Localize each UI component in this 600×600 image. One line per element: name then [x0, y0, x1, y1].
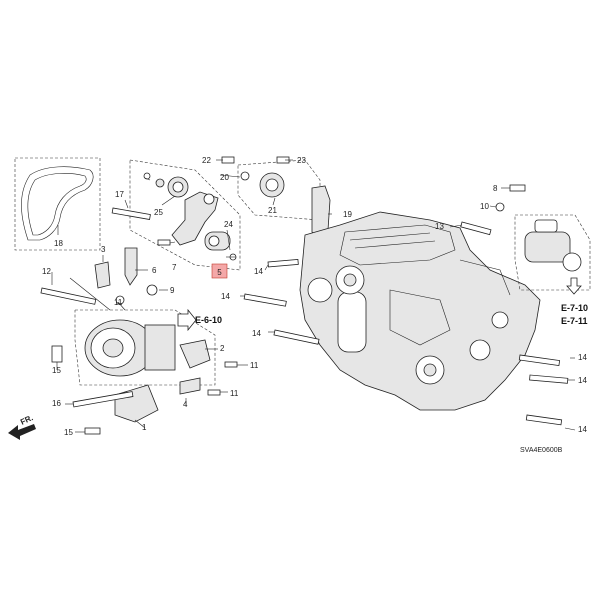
highlight-label: 5 [217, 268, 222, 277]
highlight-callout[interactable]: 5 [211, 263, 228, 279]
alternator-bracket-2[interactable] [179, 339, 211, 369]
mount-bolt-14-a[interactable] [267, 258, 299, 268]
callout-label-20[interactable]: 20 [220, 173, 229, 182]
callout-label-14-3[interactable]: 14 [578, 353, 587, 362]
callout-label-1[interactable]: 1 [142, 423, 147, 432]
alternator-bolt-15-top[interactable] [51, 345, 63, 363]
bolt-11-b[interactable] [224, 361, 238, 368]
highlight-box [211, 263, 228, 279]
tensioner-bolt-24[interactable] [226, 253, 237, 261]
alternator-bolt-17[interactable] [111, 207, 151, 220]
callout-label-16[interactable]: 16 [52, 399, 61, 408]
idler-bolt-22[interactable] [221, 156, 235, 164]
callout-label-18[interactable]: 18 [54, 239, 63, 248]
callout-label-10[interactable]: 10 [480, 202, 489, 211]
callout-label-11[interactable]: 11 [114, 298, 123, 307]
bolt-7[interactable] [157, 239, 171, 246]
alternator-nut-9[interactable] [146, 284, 158, 296]
alternator-bolt-12[interactable] [40, 287, 97, 305]
belt-frame [14, 157, 101, 251]
callout-label-3[interactable]: 3 [101, 245, 106, 254]
callout-label-13[interactable]: 13 [435, 222, 444, 231]
ref-label-e711[interactable]: E-7-11 [561, 316, 588, 326]
mount-bolt-14-f[interactable] [525, 414, 563, 426]
callout-label-17[interactable]: 17 [115, 190, 124, 199]
callout-label-21[interactable]: 21 [268, 206, 277, 215]
alternator-bracket-4[interactable] [179, 377, 201, 395]
starter-motor[interactable] [524, 219, 582, 272]
callout-label-2[interactable]: 2 [220, 344, 225, 353]
mount-bolt-14-e[interactable] [529, 374, 569, 384]
idler-washer-20[interactable] [240, 171, 250, 181]
alternator[interactable] [84, 319, 176, 377]
callout-label-11-2[interactable]: 11 [230, 389, 239, 398]
callout-label-9[interactable]: 9 [170, 286, 175, 295]
callout-label-6[interactable]: 6 [152, 266, 157, 275]
mount-bolt-14-c[interactable] [273, 329, 320, 345]
starter-frame [514, 214, 591, 291]
alternator-frame [74, 309, 216, 386]
callout-label-19[interactable]: 19 [343, 210, 352, 219]
alternator-bracket-3[interactable] [94, 261, 111, 289]
starter-nut-10[interactable] [495, 202, 505, 212]
bolt-11-c[interactable] [207, 389, 221, 396]
callout-label-24[interactable]: 24 [224, 220, 233, 229]
front-arrow-icon [8, 424, 36, 440]
callout-label-8[interactable]: 8 [493, 184, 498, 193]
ref-label-e610[interactable]: E-6-10 [195, 315, 222, 325]
callout-label-4[interactable]: 4 [183, 400, 188, 409]
callout-label-22[interactable]: 22 [202, 156, 211, 165]
callout-label-15-1[interactable]: 15 [64, 428, 73, 437]
drawing-code: SVA4E0600B [520, 447, 563, 454]
tensioner-pulley-25[interactable] [167, 176, 189, 198]
callout-label-14-1[interactable]: 14 [221, 292, 230, 301]
engine-block [299, 211, 541, 411]
alternator-bracket-6[interactable] [124, 247, 138, 286]
callout-label-15[interactable]: 15 [52, 366, 61, 375]
callout-label-23[interactable]: 23 [297, 156, 306, 165]
alternator-mount-1[interactable] [114, 384, 159, 423]
callout-label-7[interactable]: 7 [172, 263, 177, 272]
leader-lines [51, 159, 576, 433]
callout-label-14-4[interactable]: 14 [578, 376, 587, 385]
tensioner-arm[interactable] [171, 191, 219, 246]
drive-belt[interactable] [14, 157, 101, 251]
tensioner-bolt-small[interactable] [143, 172, 165, 188]
callout-label-14-2[interactable]: 14 [252, 329, 261, 338]
ref-arrow-e610[interactable] [177, 308, 197, 332]
alternator-bolt-16[interactable] [72, 391, 134, 408]
mount-bolt-14-d[interactable] [518, 354, 561, 366]
starter-bolt-13[interactable] [460, 221, 492, 236]
callout-label-11-1[interactable]: 11 [250, 361, 259, 370]
tensioner-damper-5[interactable] [204, 231, 231, 251]
callout-label-25[interactable]: 25 [154, 208, 163, 217]
callout-label-14[interactable]: 14 [254, 267, 263, 276]
ref-arrow-e710[interactable] [566, 277, 582, 295]
callout-label-12[interactable]: 12 [42, 267, 51, 276]
starter-bolt-8[interactable] [509, 184, 526, 192]
alternator-bolt-15-bottom[interactable] [84, 427, 101, 435]
ref-label-e710[interactable]: E-7-10 [561, 303, 588, 313]
callout-label-14-5[interactable]: 14 [578, 425, 587, 434]
tensioner-frame [129, 159, 241, 271]
idler-pulley-21[interactable] [259, 172, 285, 198]
mount-bolt-14-b[interactable] [243, 293, 287, 307]
